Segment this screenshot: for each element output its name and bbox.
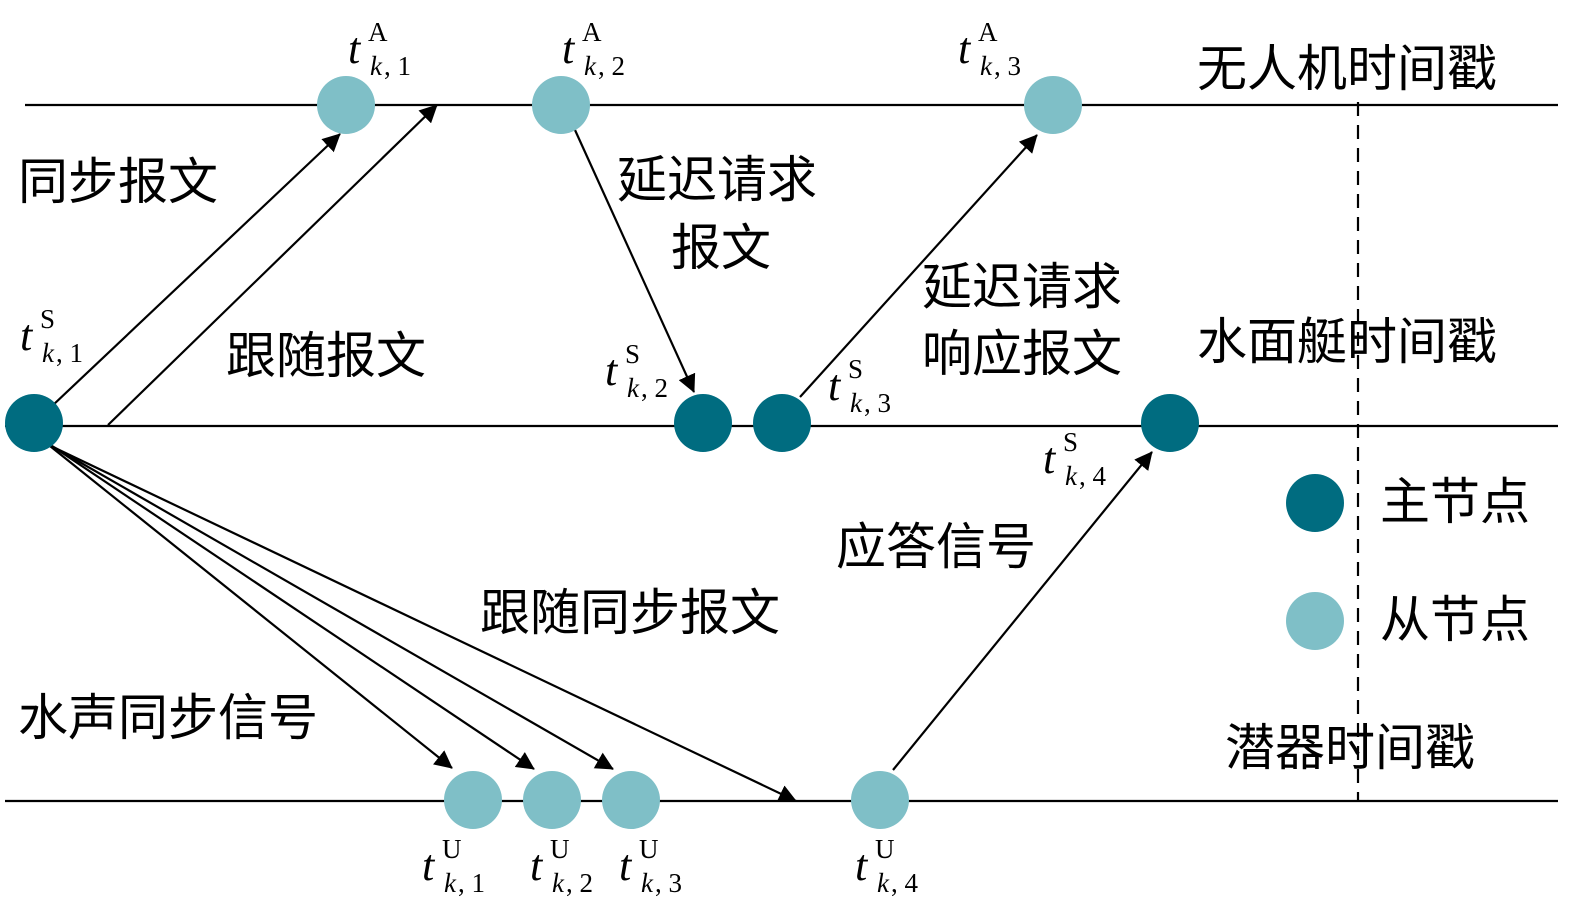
arrow-acoustic-3 [49,444,614,770]
arrow-follow-sync [52,446,797,802]
legend-slave-swatch [1286,592,1344,650]
timestamp-u3: t U k , 3 [619,834,682,898]
arrow-reply [892,451,1153,771]
label-sync: 同步报文 [18,153,218,211]
label-delay-response-2: 响应报文 [922,325,1122,383]
ts-a1-n: , 1 [384,51,411,81]
arrow-acoustic-2 [45,441,535,770]
ts-u2-sup: U [550,834,570,864]
timestamp-a1: t A k , 1 [348,17,411,81]
ts-u3-t: t [619,841,633,890]
ts-a2-n: , 2 [598,51,625,81]
label-delay-request-1: 延迟请求 [617,151,817,209]
label-follow: 跟随报文 [226,327,426,385]
ts-u2-t: t [530,841,544,890]
boat-timeline-label: 水面艇时间戳 [1197,313,1497,371]
node-u4 [851,771,909,829]
ts-s2-sup: S [625,339,640,369]
ts-u3-sup: U [639,834,659,864]
ts-a3-sup: A [978,17,998,47]
ts-a3-n: , 3 [994,51,1021,81]
node-s3 [753,394,811,452]
node-a2 [532,76,590,134]
node-s1 [5,394,63,452]
ts-u1-sup: U [442,834,462,864]
ts-u4-t: t [855,841,869,890]
ts-a1-k: k [370,51,383,81]
node-u3 [602,771,660,829]
arrow-acoustic-1 [39,437,453,769]
node-u1 [444,771,502,829]
ts-a1-sup: A [368,17,388,47]
timestamp-s2: t S k , 2 [605,339,668,403]
ts-s3-t: t [828,361,842,410]
node-a3 [1024,76,1082,134]
legend-master-label: 主节点 [1380,473,1530,531]
ts-a1-t: t [348,24,362,73]
ts-s2-t: t [605,346,619,395]
ts-s4-t: t [1043,434,1057,483]
ts-u4-sup: U [875,834,895,864]
ts-s3-sup: S [848,354,863,384]
arrow-delay-response [799,134,1038,398]
timestamp-s3: t S k , 3 [828,354,891,418]
label-delay-request-2: 报文 [671,219,771,277]
ts-a2-sup: A [582,17,602,47]
sub-timeline-label: 潜器时间戳 [1225,719,1475,777]
timestamp-s4: t S k , 4 [1043,427,1107,491]
timestamp-u1: t U k , 1 [422,834,485,898]
timestamp-u4: t U k , 4 [855,834,919,898]
ts-u3-n: , 3 [655,868,682,898]
ts-s1-n: , 1 [56,338,83,368]
ts-s1-t: t [20,311,34,360]
timestamp-s1: t S k , 1 [20,304,83,368]
arrow-delay-request [573,129,696,393]
ts-u2-k: k [552,868,565,898]
ts-u1-k: k [444,868,457,898]
ts-a3-t: t [958,24,972,73]
ts-s2-n: , 2 [641,373,668,403]
arrow-sync [33,133,341,424]
ts-s4-k: k [1065,461,1078,491]
legend-slave-label: 从节点 [1380,591,1530,649]
node-s4 [1141,394,1199,452]
timestamp-a3: t A k , 3 [958,17,1021,81]
ts-s1-k: k [42,338,55,368]
ts-u4-n: , 4 [891,868,919,898]
legend-master-swatch [1286,474,1344,532]
ts-u4-k: k [877,868,890,898]
ts-s1-sup: S [40,304,55,334]
label-acoustic-sync: 水声同步信号 [18,689,318,747]
ts-s4-sup: S [1063,427,1078,457]
ts-u1-t: t [422,841,436,890]
label-reply: 应答信号 [836,518,1036,576]
ts-s3-n: , 3 [864,388,891,418]
ts-u2-n: , 2 [566,868,593,898]
timestamp-a2: t A k , 2 [562,17,625,81]
ts-u3-k: k [641,868,654,898]
ts-s3-k: k [850,388,863,418]
uav-timeline-label: 无人机时间戳 [1197,40,1497,98]
ts-a3-k: k [980,51,993,81]
node-s2 [674,394,732,452]
arrow-follow [107,104,438,426]
ts-u1-n: , 1 [458,868,485,898]
ts-a2-t: t [562,24,576,73]
label-follow-sync: 跟随同步报文 [480,584,780,642]
ts-a2-k: k [584,51,597,81]
ts-s4-n: , 4 [1079,461,1107,491]
ts-s2-k: k [627,373,640,403]
label-delay-response-1: 延迟请求 [922,258,1122,316]
node-u2 [523,771,581,829]
timestamp-u2: t U k , 2 [530,834,593,898]
node-a1 [317,76,375,134]
